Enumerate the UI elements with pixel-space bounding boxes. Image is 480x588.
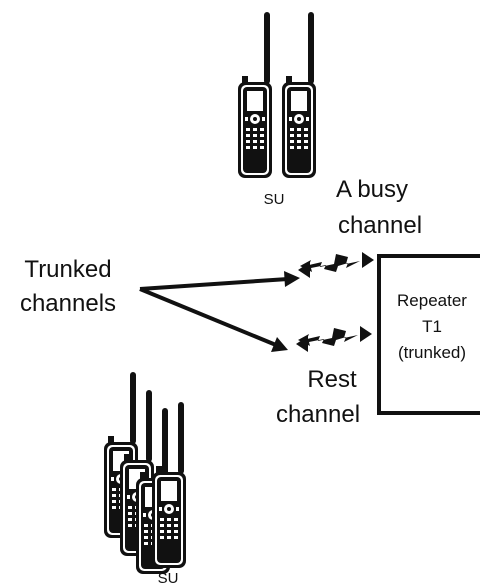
rest-channel-label-line2: channel	[276, 401, 360, 428]
rf-lightning-link-icon	[298, 252, 374, 278]
trunked-channels-label-line2: channels	[20, 290, 116, 317]
busy-channel-label-line2: channel	[338, 212, 422, 239]
repeater-box	[377, 254, 480, 415]
repeater-label-line2: T1	[422, 317, 442, 336]
rf-lightning-link-icon	[296, 326, 372, 352]
handheld-radio-icon	[282, 12, 316, 178]
repeater-label-line1: Repeater	[397, 291, 467, 310]
rest-channel-label-line1: Rest	[307, 366, 357, 393]
busy-channel-label-line1: A busy	[336, 176, 408, 203]
su-bottom-label: SU	[158, 570, 179, 587]
trunked-channels-label-line1: Trunked	[24, 256, 111, 283]
pointer-arrow-rest	[139, 287, 288, 352]
handheld-radio-icon	[238, 12, 272, 178]
pointer-arrow-busy	[139, 271, 300, 291]
su-top-label: SU	[264, 191, 285, 208]
repeater-label-line3: (trunked)	[398, 343, 466, 362]
handheld-radio-icon	[152, 402, 186, 568]
